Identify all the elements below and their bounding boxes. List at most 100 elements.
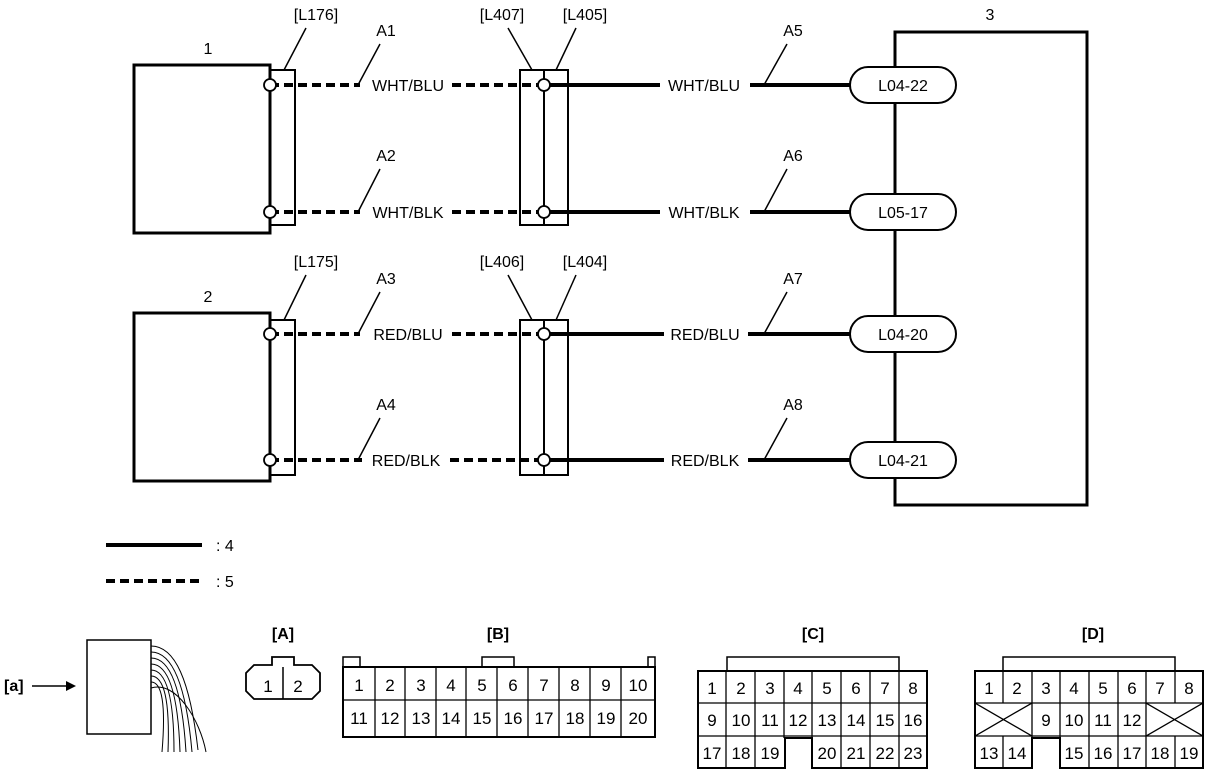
connector-C-pin: 13 <box>818 711 837 730</box>
connector-C-pin: 1 <box>707 679 716 698</box>
component-1-label: 1 <box>204 41 213 58</box>
wire-a2-code: A2 <box>376 148 396 165</box>
terminal-circle <box>263 205 277 219</box>
connector-B-pin: 17 <box>535 709 554 728</box>
connector-B-pin: 12 <box>381 709 400 728</box>
connector-D-blank-cavities <box>974 702 1204 737</box>
connector-D-pin: 18 <box>1151 744 1170 763</box>
connector-B-pin: 11 <box>350 709 368 728</box>
connector-B-pin: 10 <box>629 676 648 695</box>
connector-D-pin: 7 <box>1155 679 1164 698</box>
terminal-l04-21-text: L04-21 <box>878 453 928 470</box>
terminal-pill-l04-21 <box>849 441 957 479</box>
view-B-label: [B] <box>487 626 509 643</box>
connector-B-pin: 4 <box>446 676 455 695</box>
connector-C-pin: 22 <box>876 744 895 763</box>
connector-C-pin: 16 <box>904 711 923 730</box>
leader-l176 <box>283 27 307 71</box>
connector-D-pin: 3 <box>1041 679 1050 698</box>
component-1-box <box>132 63 272 235</box>
connector-l407-block <box>519 69 545 226</box>
connector-B-tab-left <box>342 656 361 668</box>
connector-C-grid <box>698 671 927 768</box>
terminal-circle <box>263 453 277 467</box>
connector-C-pin: 17 <box>703 744 722 763</box>
connector-B-pin: 15 <box>473 709 492 728</box>
connector-C-top-tab <box>726 656 900 672</box>
component-2-label: 2 <box>204 289 213 306</box>
connector-B-pin: 9 <box>601 676 610 695</box>
connector-B-pin: 16 <box>504 709 523 728</box>
wire-a4-color: RED/BLK <box>372 453 441 470</box>
connector-D-pin: 2 <box>1012 679 1021 698</box>
legend-dashed-label: : 5 <box>216 574 234 591</box>
connector-D-pin: 19 <box>1180 744 1199 763</box>
view-a-label: [a] <box>4 678 24 695</box>
connector-B-pin: 3 <box>416 676 425 695</box>
wire-a7-code: A7 <box>783 271 803 288</box>
connector-C-pin: 3 <box>765 679 774 698</box>
connector-l175-label: [L175] <box>294 254 338 271</box>
wire-a5-leader <box>763 43 788 86</box>
wire-a6-leader <box>763 168 788 213</box>
terminal-circle <box>537 453 551 467</box>
wire-a1-color: WHT/BLU <box>372 78 444 95</box>
connector-A-pin: 2 <box>293 677 302 696</box>
connector-C-pin: 15 <box>876 711 895 730</box>
connector-l405-block <box>543 69 569 226</box>
legend-solid-label: : 4 <box>216 538 234 555</box>
terminal-l05-17-text: L05-17 <box>878 205 928 222</box>
view-a-arrow-head <box>66 681 76 691</box>
wire-a7-color: RED/BLU <box>670 327 739 344</box>
connector-C-pin: 18 <box>732 744 751 763</box>
connector-D-pin: 13 <box>980 744 999 763</box>
connector-C-pin: 4 <box>793 679 802 698</box>
connector-D-pin: 10 <box>1065 711 1084 730</box>
wire-a1-leader <box>357 43 381 86</box>
connector-B-body <box>342 666 656 738</box>
connector-D-pin: 9 <box>1041 711 1050 730</box>
view-D-label: [D] <box>1082 626 1104 643</box>
terminal-pills: L04-22 L05-17 L04-20 L04-21 <box>849 66 957 479</box>
harness-connector-body <box>86 639 152 735</box>
connector-B-pin: 6 <box>508 676 517 695</box>
connector-C-pin: 2 <box>736 679 745 698</box>
connector-l407-label: [L407] <box>480 7 524 24</box>
connector-C-pin: 12 <box>789 711 808 730</box>
wire-a3-color: RED/BLU <box>373 327 442 344</box>
connector-B-pin: 19 <box>597 709 616 728</box>
terminal-l04-20-text: L04-20 <box>878 327 928 344</box>
connector-l404-label: [L404] <box>563 254 607 271</box>
connector-C-pin: 14 <box>847 711 866 730</box>
wire-a5-code: A5 <box>783 23 803 40</box>
leader-l405 <box>555 27 577 71</box>
connector-D-grid <box>975 671 1203 768</box>
connector-B-pin: 7 <box>539 676 548 695</box>
wire-a5-color: WHT/BLU <box>668 78 740 95</box>
connector-D-pin: 15 <box>1065 744 1084 763</box>
terminal-circle <box>263 327 277 341</box>
terminal-circles <box>263 78 551 467</box>
connector-B-pin: 5 <box>477 676 486 695</box>
leader-l404 <box>555 274 577 321</box>
connector-C-pin: 5 <box>822 679 831 698</box>
terminal-l04-22-text: L04-22 <box>878 78 928 95</box>
terminal-pill-l05-17 <box>849 193 957 231</box>
leader-l406 <box>507 274 533 321</box>
connector-D-pin: 16 <box>1094 744 1113 763</box>
leader-l175 <box>283 274 307 321</box>
leader-l407 <box>507 27 533 71</box>
connector-C-pin: 9 <box>707 711 716 730</box>
connector-l406-label: [L406] <box>480 254 524 271</box>
connector-D-pin: 4 <box>1069 679 1078 698</box>
connector-l176-label: [L176] <box>294 7 338 24</box>
connector-B-grid <box>343 667 655 737</box>
connector-D-pin: 6 <box>1127 679 1136 698</box>
connector-l176-block <box>269 69 296 226</box>
wire-a2-color: WHT/BLK <box>372 205 443 222</box>
connector-C-pin: 23 <box>904 744 923 763</box>
connector-B-pin: 20 <box>629 709 648 728</box>
component-3-label: 3 <box>986 7 995 24</box>
terminal-circle <box>263 78 277 92</box>
